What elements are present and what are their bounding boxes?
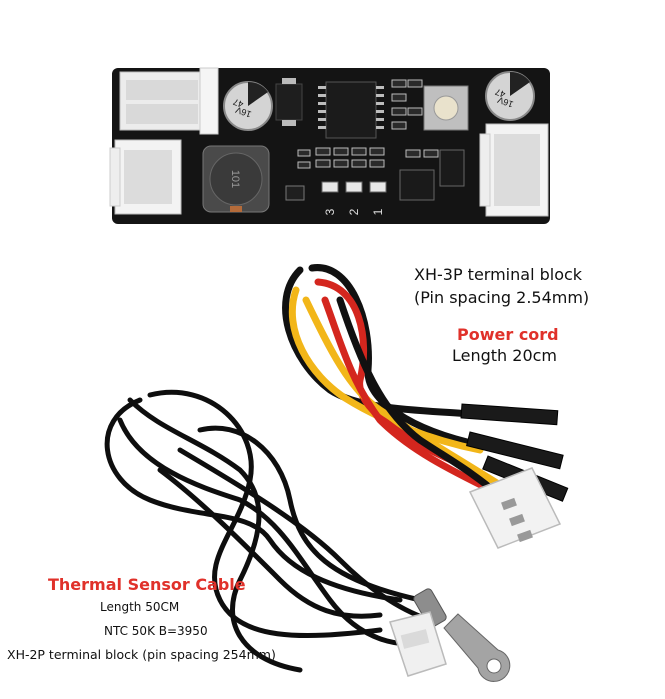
power-cord-length: Length 20cm <box>452 346 558 365</box>
xh3p-connector <box>468 467 562 549</box>
xh3p-spacing: (Pin spacing 2.54mm) <box>414 288 590 307</box>
capacitor-right: 47 16V <box>485 71 535 121</box>
xh2p-connector <box>389 611 447 677</box>
xh3p-title: XH-3P terminal block <box>414 265 583 284</box>
svg-text:101: 101 <box>229 170 241 188</box>
svg-text:47: 47 <box>494 87 507 100</box>
svg-text:1: 1 <box>371 208 385 215</box>
main-ic <box>318 81 384 139</box>
sensor-connector <box>109 139 182 215</box>
svg-text:3: 3 <box>323 208 337 215</box>
power-cord <box>282 264 569 549</box>
svg-text:47: 47 <box>232 97 245 110</box>
ntc-sensor-lug <box>413 588 511 682</box>
thermal-sensor-length: Length 50CM <box>100 600 180 614</box>
thermal-sensor-cable <box>104 389 433 673</box>
capacitor-left: 47 16V <box>223 81 273 131</box>
power-connector <box>479 123 549 217</box>
fan-connector-left <box>119 67 219 135</box>
thermal-sensor-connector: XH-2P terminal block (pin spacing 254mm) <box>7 647 276 662</box>
controller-pcb: 47 16V <box>109 67 550 224</box>
thermal-sensor-spec: NTC 50K B=3950 <box>104 624 208 638</box>
svg-text:2: 2 <box>347 208 361 215</box>
inductor: 101 <box>202 145 270 213</box>
push-button <box>423 85 469 131</box>
power-cord-title: Power cord <box>457 325 559 344</box>
thermal-sensor-title: Thermal Sensor Cable <box>48 575 246 594</box>
